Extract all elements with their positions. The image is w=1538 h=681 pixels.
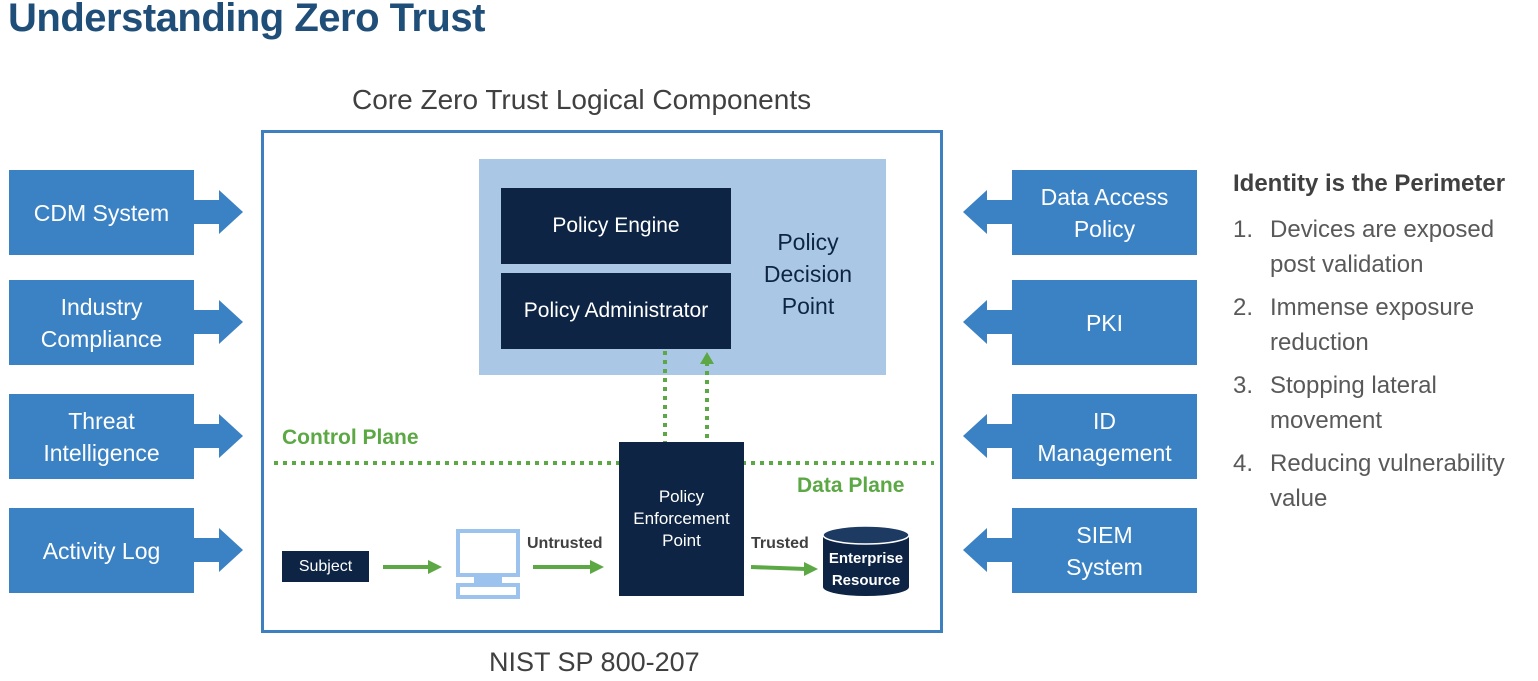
industry-compliance-line2: Compliance bbox=[40, 325, 163, 352]
source-citation: NIST SP 800-207 bbox=[489, 647, 700, 677]
siem-system-line2: System bbox=[1066, 553, 1143, 580]
pki-arrow-icon bbox=[963, 300, 1012, 344]
subject-label: Subject bbox=[298, 557, 353, 575]
resource-label-line2: Resource bbox=[831, 572, 901, 589]
enterprise-resource-label: Enterprise Resource bbox=[823, 548, 909, 592]
trusted-arrow bbox=[750, 565, 807, 571]
cdm-system-box: CDM System bbox=[9, 170, 194, 255]
pki-box: PKI bbox=[1012, 280, 1197, 365]
page-title: Understanding Zero Trust bbox=[8, 0, 485, 40]
id-management-line1: ID bbox=[1093, 407, 1116, 434]
resource-label-line1: Enterprise bbox=[828, 550, 904, 567]
list-item: 3. Stopping lateral movement bbox=[1233, 368, 1538, 438]
data-access-arrow-icon bbox=[963, 190, 1012, 234]
pep-label-line3: Point bbox=[662, 531, 701, 550]
pki-line1: PKI bbox=[1085, 309, 1124, 336]
id-management-arrow-icon bbox=[963, 414, 1012, 458]
list-item-number: 4. bbox=[1233, 450, 1254, 477]
list-item-text: Immense exposure reduction bbox=[1270, 294, 1475, 356]
policy-decision-point-label: Policy Decision Point bbox=[763, 229, 853, 319]
cdm-arrow-icon bbox=[194, 190, 243, 234]
policy-administrator-label: Policy Administrator bbox=[523, 299, 709, 322]
data-plane-label: Data Plane bbox=[797, 474, 905, 497]
device-monitor-icon bbox=[456, 529, 520, 599]
activity-arrow-icon bbox=[194, 528, 243, 572]
threat-intelligence-line2: Intelligence bbox=[43, 439, 160, 466]
policy-engine-label: Policy Engine bbox=[552, 214, 680, 237]
siem-system-box: SIEM System bbox=[1012, 508, 1197, 593]
id-management-box: ID Management bbox=[1012, 394, 1197, 479]
threat-intelligence-line1: Threat bbox=[68, 407, 135, 434]
activity-log-line1: Activity Log bbox=[42, 537, 161, 564]
data-access-policy-line1: Data Access bbox=[1040, 183, 1169, 210]
siem-arrow-icon bbox=[963, 528, 1012, 572]
policy-enforcement-point-box: Policy Enforcement Point bbox=[619, 442, 744, 596]
id-management-line2: Management bbox=[1037, 439, 1172, 466]
list-item-number: 2. bbox=[1233, 294, 1254, 321]
list-item-number: 1. bbox=[1233, 216, 1254, 243]
siem-system-line1: SIEM bbox=[1076, 521, 1133, 548]
policy-administrator-box: Policy Administrator bbox=[501, 273, 731, 349]
list-item: 1. Devices are exposed post validation bbox=[1233, 212, 1538, 282]
identity-list: 1. Devices are exposed post validation 2.… bbox=[1233, 212, 1538, 524]
control-plane-label: Control Plane bbox=[282, 426, 419, 449]
diagram-title: Core Zero Trust Logical Components bbox=[352, 84, 812, 115]
policy-engine-box: Policy Engine bbox=[501, 188, 731, 264]
list-item-number: 3. bbox=[1233, 372, 1254, 399]
cdm-system-line1: CDM System bbox=[33, 199, 170, 226]
pep-label-line1: Policy bbox=[658, 487, 705, 506]
industry-compliance-line1: Industry bbox=[60, 293, 143, 320]
untrusted-label: Untrusted bbox=[527, 535, 603, 552]
core-components-frame bbox=[261, 130, 943, 633]
threat-arrow-icon bbox=[194, 414, 243, 458]
pep-label-line2: Enforcement bbox=[633, 509, 730, 528]
subject-box: Subject bbox=[282, 551, 369, 582]
list-item-text: Reducing vulnerability value bbox=[1270, 450, 1505, 512]
trusted-label: Trusted bbox=[751, 535, 809, 552]
data-access-policy-line2: Policy bbox=[1073, 215, 1136, 242]
list-item: 4. Reducing vulnerability value bbox=[1233, 446, 1538, 516]
list-item-text: Stopping lateral movement bbox=[1270, 372, 1437, 434]
enterprise-resource-cylinder-icon bbox=[822, 525, 910, 596]
list-item: 2. Immense exposure reduction bbox=[1233, 290, 1538, 360]
identity-heading: Identity is the Perimeter bbox=[1233, 170, 1506, 197]
activity-log-box: Activity Log bbox=[9, 508, 194, 593]
list-item-text: Devices are exposed post validation bbox=[1270, 216, 1495, 278]
compliance-arrow-icon bbox=[194, 300, 243, 344]
